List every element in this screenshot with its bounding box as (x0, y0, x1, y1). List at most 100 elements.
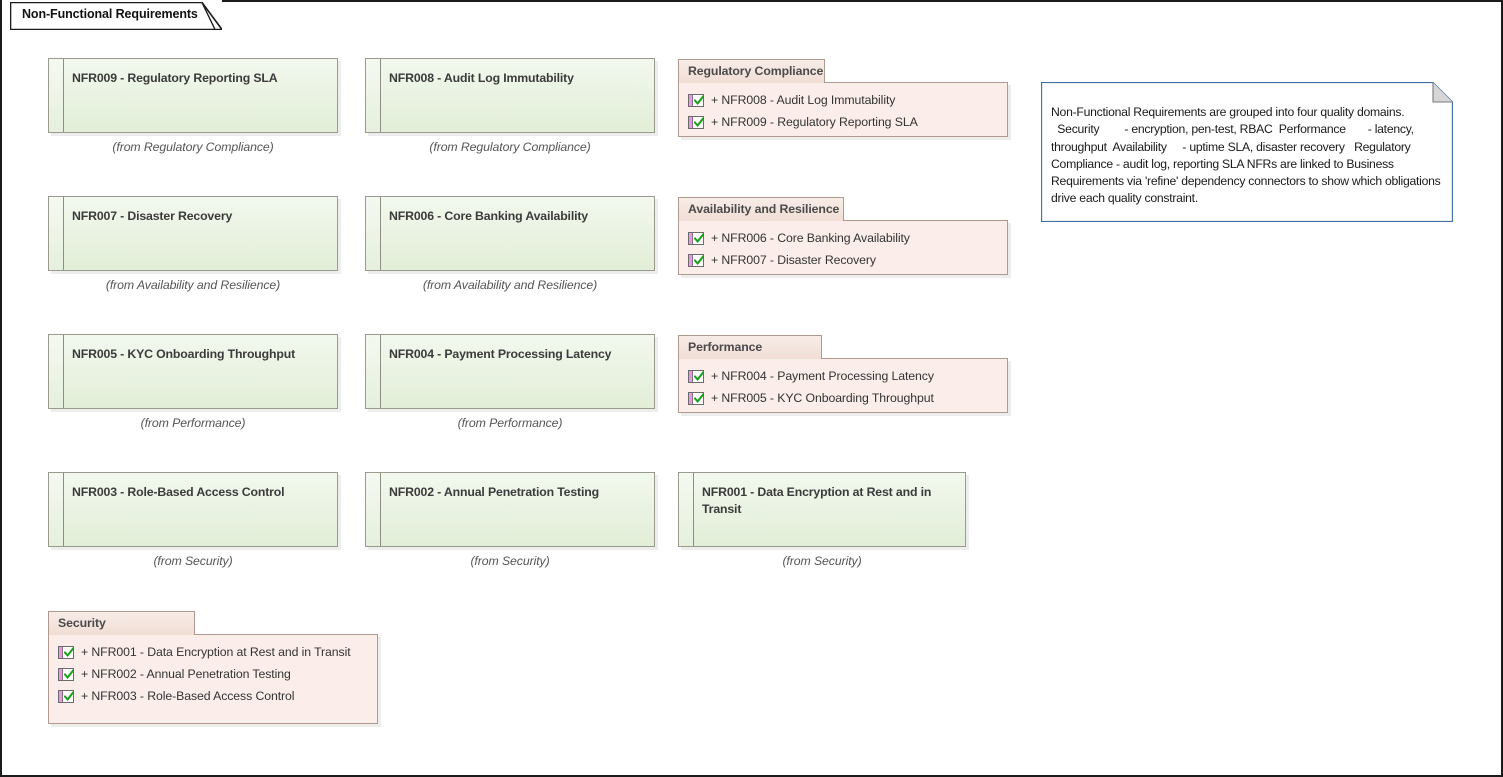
requirement-title: NFR005 - KYC Onboarding Throughput (72, 347, 296, 361)
requirement-icon-accent-bar (689, 254, 693, 266)
requirement-title: NFR001 - Data Encryption at Rest and in … (702, 485, 932, 516)
package-body[interactable]: + NFR004 - Payment Processing Latency + N… (678, 358, 1008, 413)
requirement-check-icon (688, 231, 704, 245)
requirement-body[interactable]: NFR008 - Audit Log Immutability (365, 58, 655, 133)
package-member-item[interactable]: + NFR001 - Data Encryption at Rest and i… (49, 641, 377, 663)
package-name-label: Availability and Resilience (688, 202, 840, 216)
requirement-element[interactable]: NFR003 - Role-Based Access Control (48, 472, 338, 547)
requirement-body[interactable]: NFR005 - KYC Onboarding Throughput (48, 334, 338, 409)
check-icon (694, 392, 704, 403)
requirement-icon-accent-bar (59, 668, 63, 680)
package-body[interactable]: + NFR006 - Core Banking Availability + NF… (678, 220, 1008, 275)
package-member-item[interactable]: + NFR005 - KYC Onboarding Throughput (679, 387, 1007, 409)
package-member-item[interactable]: + NFR006 - Core Banking Availability (679, 227, 1007, 249)
requirement-left-compartment (366, 335, 381, 408)
package-name-tab[interactable]: Regulatory Compliance (678, 59, 825, 83)
package-name-tab[interactable]: Security (48, 611, 195, 635)
requirement-body[interactable]: NFR001 - Data Encryption at Rest and in … (678, 472, 966, 547)
requirement-icon-accent-bar (689, 232, 693, 244)
requirement-title: NFR002 - Annual Penetration Testing (389, 485, 599, 499)
check-icon (694, 116, 704, 127)
check-icon (694, 254, 704, 265)
requirement-check-icon (688, 253, 704, 267)
diagram-tab-shape (10, 2, 222, 30)
requirement-left-compartment (366, 59, 381, 132)
requirement-title: NFR006 - Core Banking Availability (389, 209, 588, 223)
diagram-note[interactable]: Non-Functional Requirements are grouped … (1041, 82, 1453, 222)
package-element[interactable]: Security + NFR001 - Data Encryption at Re… (48, 611, 378, 724)
package-member-label: + NFR008 - Audit Log Immutability (711, 93, 896, 107)
requirement-left-compartment (366, 197, 381, 270)
canvas-border-bottom (0, 775, 1503, 777)
requirement-left-compartment (366, 473, 381, 546)
check-icon (694, 232, 704, 243)
requirement-from-label: (from Performance) (140, 416, 246, 430)
note-shape (1041, 82, 1453, 222)
package-element[interactable]: Regulatory Compliance+ NFR008 - Audit Lo… (678, 59, 1008, 137)
requirement-element[interactable]: NFR004 - Payment Processing Latency (365, 334, 655, 409)
note-text: Non-Functional Requirements are grouped … (1051, 105, 1441, 206)
package-member-item[interactable]: + NFR002 - Annual Penetration Testing (49, 663, 377, 685)
requirement-icon-accent-bar (689, 392, 693, 404)
requirement-from-label: (from Security) (782, 554, 862, 568)
requirement-element[interactable]: NFR002 - Annual Penetration Testing (365, 472, 655, 547)
package-member-item[interactable]: + NFR003 - Role-Based Access Control (49, 685, 377, 707)
requirement-element[interactable]: NFR008 - Audit Log Immutability (365, 58, 655, 133)
check-icon (64, 668, 74, 679)
requirement-check-icon (58, 689, 74, 703)
package-name-tab[interactable]: Availability and Resilience (678, 197, 844, 221)
requirement-check-icon (58, 645, 74, 659)
requirement-title: NFR007 - Disaster Recovery (72, 209, 233, 223)
package-body[interactable]: + NFR008 - Audit Log Immutability + NFR00… (678, 82, 1008, 137)
requirement-icon-accent-bar (59, 690, 63, 702)
package-member-label: + NFR003 - Role-Based Access Control (81, 689, 295, 703)
requirement-left-compartment (49, 59, 64, 132)
requirement-body[interactable]: NFR003 - Role-Based Access Control (48, 472, 338, 547)
package-body[interactable]: + NFR001 - Data Encryption at Rest and i… (48, 634, 378, 724)
requirement-element[interactable]: NFR007 - Disaster Recovery (48, 196, 338, 271)
package-member-label: + NFR009 - Regulatory Reporting SLA (711, 115, 918, 129)
requirement-from-label: (from Availability and Resilience) (105, 278, 281, 292)
requirement-element[interactable]: NFR006 - Core Banking Availability (365, 196, 655, 271)
requirement-element[interactable]: NFR005 - KYC Onboarding Throughput (48, 334, 338, 409)
check-icon (64, 646, 74, 657)
requirement-icon-accent-bar (59, 646, 63, 658)
diagram-title-label: Non-Functional Requirements (22, 7, 198, 21)
package-member-label: + NFR005 - KYC Onboarding Throughput (711, 391, 934, 405)
requirement-element[interactable]: NFR009 - Regulatory Reporting SLA (48, 58, 338, 133)
check-icon (694, 370, 704, 381)
package-element[interactable]: Performance+ NFR004 - Payment Processing… (678, 335, 1008, 413)
requirement-title: NFR008 - Audit Log Immutability (389, 71, 574, 85)
requirement-from-label: (from Regulatory Compliance) (429, 140, 591, 154)
requirement-body[interactable]: NFR007 - Disaster Recovery (48, 196, 338, 271)
package-member-label: + NFR006 - Core Banking Availability (711, 231, 910, 245)
package-name-tab[interactable]: Performance (678, 335, 822, 359)
package-member-item[interactable]: + NFR008 - Audit Log Immutability (679, 89, 1007, 111)
package-member-label: + NFR007 - Disaster Recovery (711, 253, 876, 267)
canvas-border-right (1501, 0, 1503, 777)
requirement-element[interactable]: NFR001 - Data Encryption at Rest and in … (678, 472, 966, 547)
requirement-check-icon (688, 369, 704, 383)
requirement-icon-accent-bar (689, 370, 693, 382)
requirement-check-icon (688, 115, 704, 129)
requirement-body[interactable]: NFR006 - Core Banking Availability (365, 196, 655, 271)
requirement-left-compartment (49, 197, 64, 270)
package-member-item[interactable]: + NFR009 - Regulatory Reporting SLA (679, 111, 1007, 133)
check-icon (64, 690, 74, 701)
package-member-label: + NFR001 - Data Encryption at Rest and i… (81, 645, 351, 659)
package-name-label: Security (58, 616, 106, 630)
requirement-icon-accent-bar (689, 94, 693, 106)
requirement-title: NFR003 - Role-Based Access Control (72, 485, 285, 499)
package-member-item[interactable]: + NFR004 - Payment Processing Latency (679, 365, 1007, 387)
requirement-from-label: (from Performance) (457, 416, 563, 430)
requirement-check-icon (688, 93, 704, 107)
package-element[interactable]: Availability and Resilience + NFR006 - Co… (678, 197, 1008, 275)
check-icon (694, 94, 704, 105)
package-member-item[interactable]: + NFR007 - Disaster Recovery (679, 249, 1007, 271)
requirement-body[interactable]: NFR004 - Payment Processing Latency (365, 334, 655, 409)
requirement-icon-accent-bar (689, 116, 693, 128)
requirement-body[interactable]: NFR002 - Annual Penetration Testing (365, 472, 655, 547)
requirement-left-compartment (679, 473, 694, 546)
requirement-body[interactable]: NFR009 - Regulatory Reporting SLA (48, 58, 338, 133)
